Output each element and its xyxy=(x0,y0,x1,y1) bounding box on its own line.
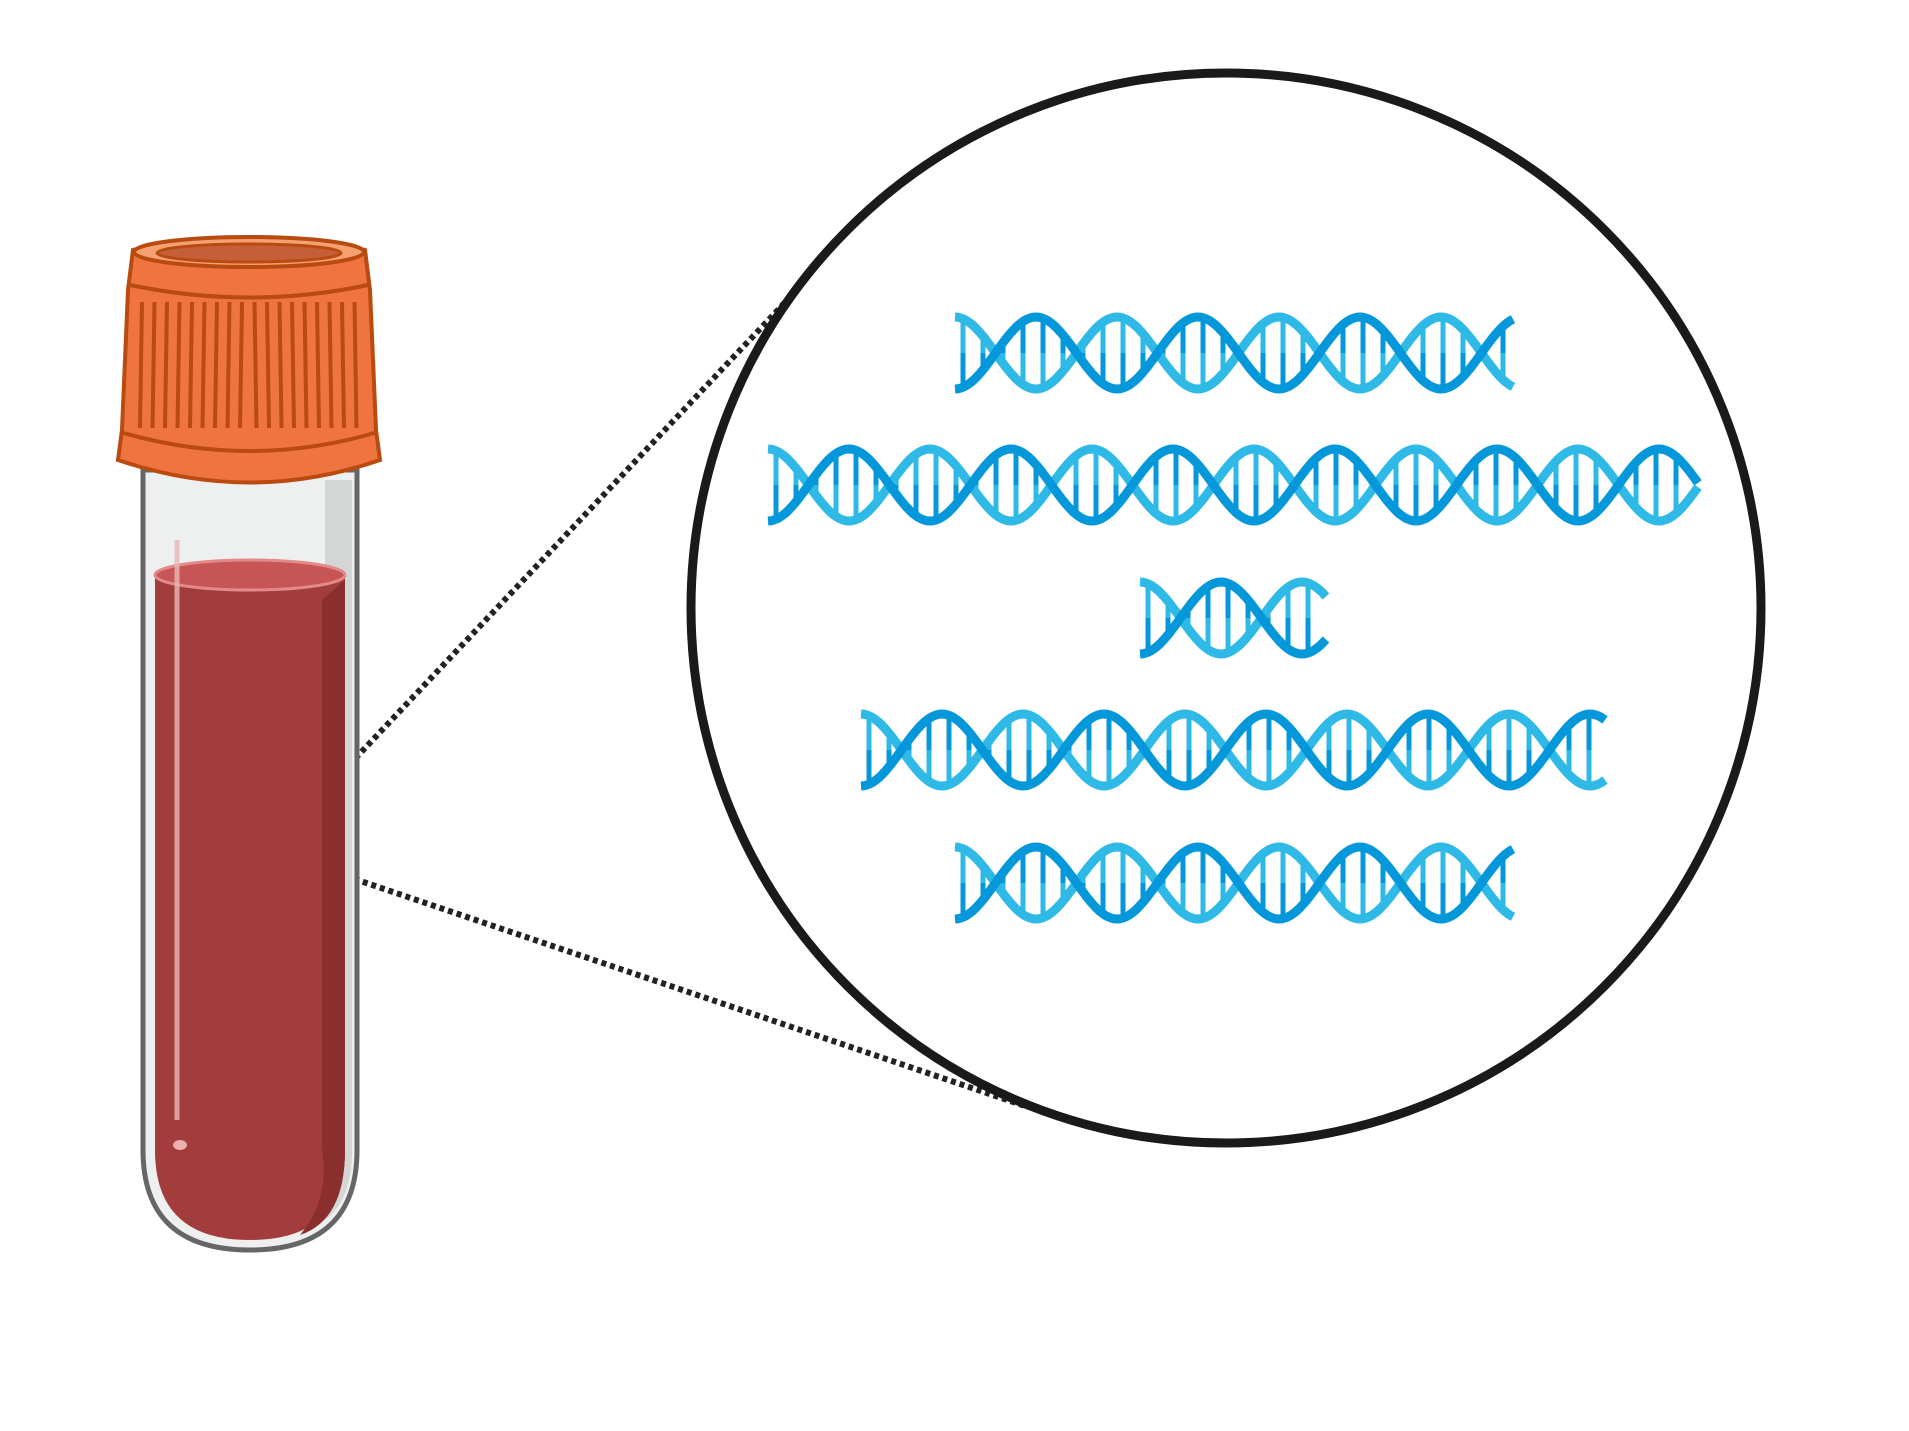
blood-sample xyxy=(155,572,345,1240)
tube-cap xyxy=(115,235,383,485)
cap-ridge xyxy=(277,301,284,429)
dna-helix-fragment xyxy=(860,709,1608,791)
cap-ridge xyxy=(238,301,244,429)
cap-rim xyxy=(119,430,379,453)
cap-ridge xyxy=(340,301,346,429)
cap-ridge xyxy=(327,301,334,429)
cap-ridge xyxy=(352,301,359,429)
dna-fragments xyxy=(767,312,1702,924)
dna-strand xyxy=(860,709,1608,791)
blood-shade xyxy=(300,580,345,1235)
dna-strand xyxy=(954,312,1516,394)
dna-helix-fragment xyxy=(954,312,1516,394)
dna-strand xyxy=(954,842,1516,924)
cap-ridge xyxy=(163,301,169,429)
magnification-lines xyxy=(266,223,1029,1110)
cap-ridge xyxy=(138,301,144,429)
cap-ridge xyxy=(150,301,157,429)
blood-surface xyxy=(153,558,347,592)
cap-ridge xyxy=(200,301,207,429)
cap-ridge xyxy=(290,301,296,429)
cap-top-inner xyxy=(155,242,343,264)
dna-strand xyxy=(954,312,1516,394)
cap-ridge xyxy=(265,301,271,429)
dna-helix-fragment xyxy=(767,444,1702,526)
blood-test-tube xyxy=(115,235,383,1253)
dna-strand xyxy=(954,842,1516,924)
cap-ridge xyxy=(252,301,259,429)
cap-ridges xyxy=(138,301,359,429)
cap-ridge xyxy=(175,301,182,429)
cap-ridge xyxy=(302,301,309,429)
dna-strand xyxy=(1139,577,1330,659)
cap-ridge xyxy=(225,301,232,429)
dna-helix-fragment xyxy=(954,842,1516,924)
cap-ridge xyxy=(188,301,194,429)
glass-highlight-dot xyxy=(173,1140,187,1150)
dna-strand xyxy=(767,444,1702,526)
dna-strand xyxy=(1139,577,1330,659)
lower-zoom-line xyxy=(268,847,1029,1110)
dna-strand xyxy=(767,444,1702,526)
cap-ridge xyxy=(315,301,321,429)
upper-zoom-line xyxy=(266,223,860,853)
cap-ridge xyxy=(213,301,219,429)
cap-top-band xyxy=(129,283,369,300)
dna-helix-fragment xyxy=(1139,577,1330,659)
